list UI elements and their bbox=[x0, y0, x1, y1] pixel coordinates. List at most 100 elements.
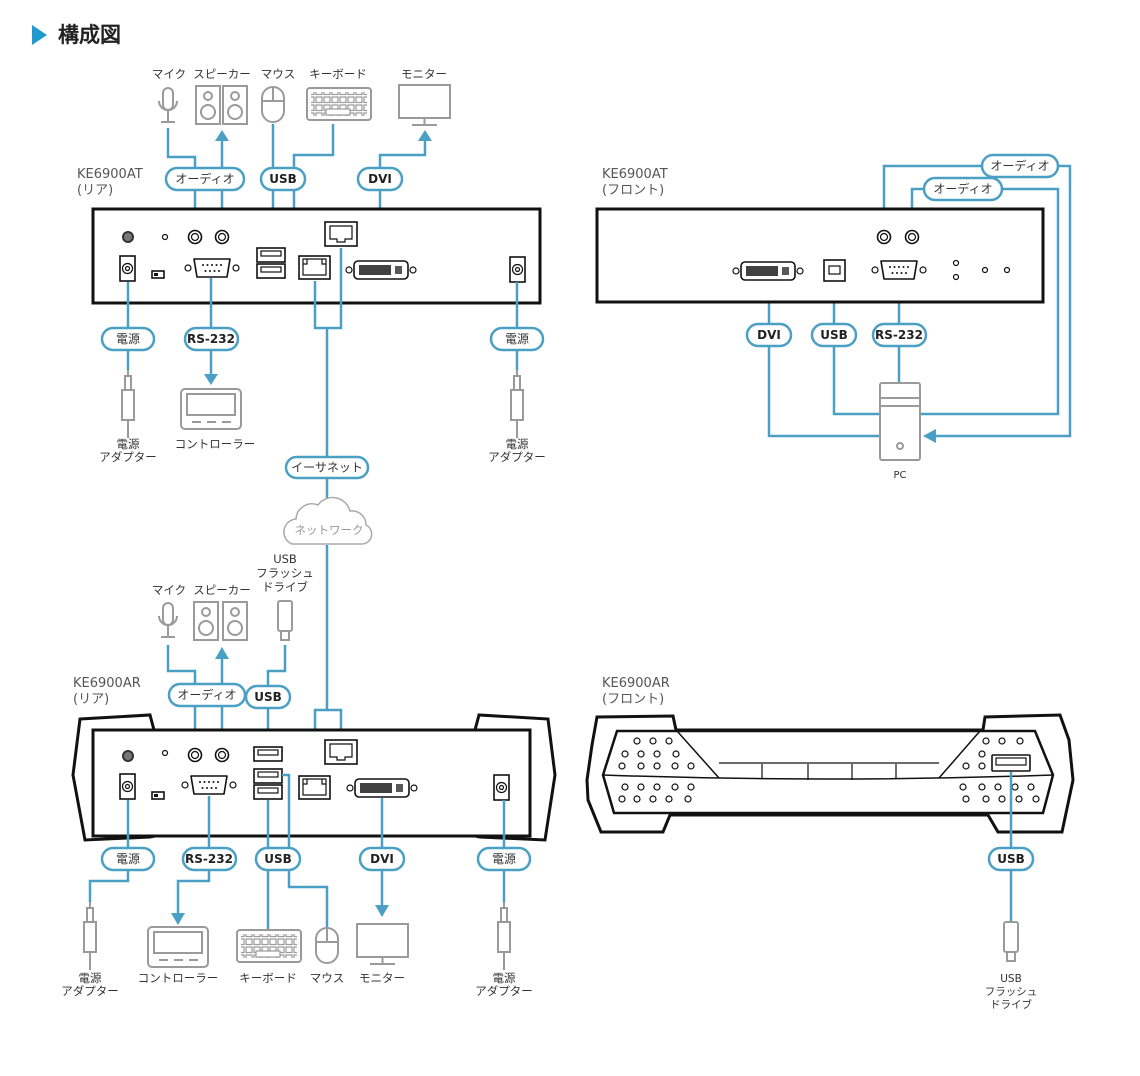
pill-dvi bbox=[745, 322, 793, 348]
speaker-icon bbox=[193, 601, 219, 641]
pill-audio bbox=[922, 176, 1004, 202]
vent-hole bbox=[982, 795, 990, 803]
pill-usb bbox=[244, 684, 292, 710]
dip-switch bbox=[151, 270, 165, 279]
label-monitor: モニター bbox=[401, 67, 447, 81]
dip-switch bbox=[151, 791, 165, 800]
label-mouse: マウス bbox=[261, 67, 296, 81]
label-flash: USB bbox=[1000, 973, 1022, 985]
network-label: ネットワーク bbox=[295, 523, 364, 537]
label-adapter: 電源 bbox=[117, 437, 140, 451]
power-adapter-icon bbox=[83, 901, 97, 971]
usb-flash-drive-icon bbox=[1003, 921, 1019, 962]
power-jack bbox=[493, 774, 510, 801]
vent-hole bbox=[649, 795, 657, 803]
label-monitor: モニター bbox=[359, 971, 405, 985]
pill-dvi bbox=[358, 846, 406, 872]
tx-front-side: (フロント) bbox=[602, 183, 664, 198]
vent-hole bbox=[1027, 783, 1035, 791]
pill-usb-label: USB bbox=[269, 172, 297, 186]
microphone-icon bbox=[158, 602, 178, 638]
pill-audio-label: オーディオ bbox=[175, 171, 234, 186]
vent-hole bbox=[998, 795, 1006, 803]
indicator-led bbox=[952, 259, 960, 267]
usb-flash-drive-icon bbox=[277, 600, 293, 641]
vent-hole bbox=[618, 795, 626, 803]
audio-jack bbox=[876, 229, 892, 245]
vent-hole bbox=[633, 795, 641, 803]
pill-power-label: 電源 bbox=[116, 332, 140, 346]
label-adapter: 電源 bbox=[79, 971, 102, 985]
dvi-port bbox=[345, 260, 417, 280]
vent-hole bbox=[665, 795, 673, 803]
audio-jack bbox=[904, 229, 920, 245]
title-triangle-icon bbox=[32, 25, 47, 45]
vent-hole bbox=[978, 762, 986, 770]
page-title: 構成図 bbox=[58, 23, 121, 47]
power-jack bbox=[119, 255, 136, 282]
monitor-icon bbox=[356, 923, 409, 965]
pill-audio bbox=[164, 166, 246, 192]
label-mic: マイク bbox=[152, 67, 186, 81]
pill-rs232-label: RS-232 bbox=[187, 332, 235, 346]
vent-holes bbox=[618, 737, 1040, 803]
power-adapter-icon bbox=[497, 901, 511, 971]
vent-hole bbox=[671, 762, 679, 770]
rx-rear-section: KE6900AR (リア) マイク スピーカー USB フラッシュ ドライブ bbox=[61, 552, 557, 998]
vent-hole bbox=[637, 762, 645, 770]
power-jack bbox=[509, 256, 526, 283]
pill-rs232-label: RS-232 bbox=[185, 852, 233, 866]
vent-hole bbox=[671, 783, 679, 791]
pill-power bbox=[100, 846, 156, 872]
network-cloud: ネットワーク bbox=[283, 496, 373, 776]
vent-hole bbox=[959, 783, 967, 791]
audio-jack-speaker bbox=[214, 747, 230, 763]
audio-jack-mic bbox=[187, 229, 203, 245]
vent-hole bbox=[687, 762, 695, 770]
vent-hole bbox=[982, 737, 990, 745]
vent-hole bbox=[687, 783, 695, 791]
pill-ethernet bbox=[284, 455, 370, 480]
vent-hole bbox=[665, 737, 673, 745]
pill-usb-label: USB bbox=[997, 852, 1025, 866]
pill-ethernet-label: イーサネット bbox=[291, 461, 363, 475]
indicator-led bbox=[1003, 266, 1011, 274]
vent-hole bbox=[653, 762, 661, 770]
label-flash: フラッシュ bbox=[256, 566, 314, 580]
indicator-led bbox=[952, 273, 960, 281]
vent-hole bbox=[998, 737, 1006, 745]
ground-screw-icon bbox=[122, 750, 134, 762]
usb-port bbox=[253, 746, 283, 762]
speaker-icon bbox=[195, 85, 221, 125]
tx-rear-model: KE6900AT bbox=[77, 167, 143, 182]
pill-audio bbox=[980, 153, 1060, 179]
pill-rs232 bbox=[183, 326, 240, 352]
microphone-icon bbox=[158, 87, 178, 123]
usb-port bbox=[256, 247, 286, 263]
vent-hole bbox=[637, 783, 645, 791]
pill-audio-label: オーディオ bbox=[177, 687, 236, 702]
rx-rear-side: (リア) bbox=[73, 692, 109, 707]
label-flash: ドライブ bbox=[262, 580, 308, 594]
vent-hole bbox=[962, 795, 970, 803]
pill-usb-label: USB bbox=[264, 852, 292, 866]
mouse-icon bbox=[315, 927, 339, 964]
keyboard-icon bbox=[236, 929, 302, 963]
vent-hole bbox=[1032, 795, 1040, 803]
mouse-icon bbox=[261, 86, 285, 123]
pill-dvi-label: DVI bbox=[368, 172, 392, 186]
tx-front-panel bbox=[595, 207, 1045, 304]
label-speaker: スピーカー bbox=[193, 67, 251, 81]
pill-power-label: 電源 bbox=[492, 852, 516, 866]
vent-hole bbox=[994, 783, 1002, 791]
vent-hole bbox=[1015, 795, 1023, 803]
vent-hole bbox=[978, 783, 986, 791]
vent-hole bbox=[672, 750, 680, 758]
vent-hole bbox=[633, 737, 641, 745]
pill-power bbox=[476, 846, 532, 872]
vent-hole bbox=[637, 750, 645, 758]
pill-dvi-label: DVI bbox=[757, 328, 781, 342]
dvi-port bbox=[732, 261, 804, 281]
pill-usb bbox=[987, 846, 1035, 872]
ethernet-port bbox=[324, 221, 358, 247]
